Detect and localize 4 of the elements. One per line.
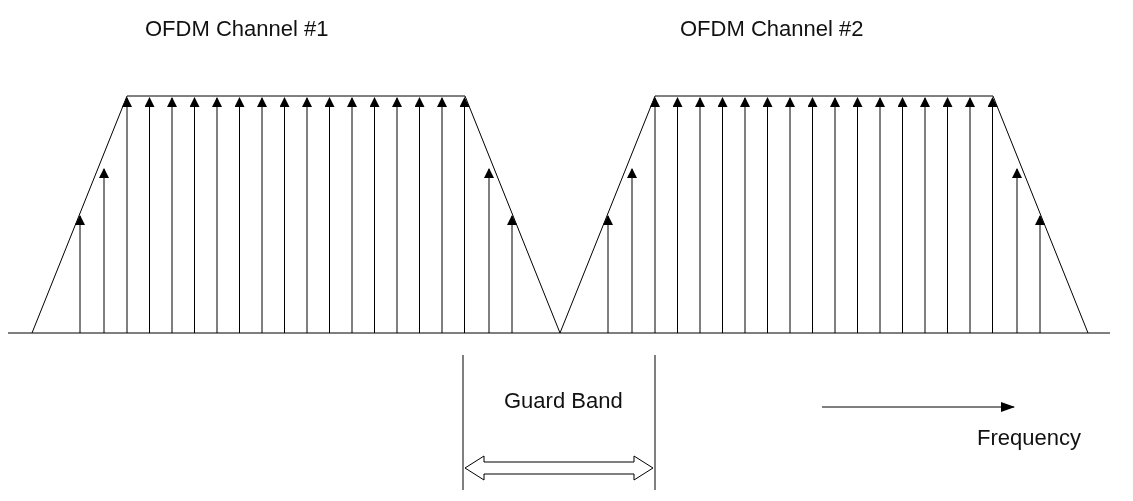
channel-title: OFDM Channel #1: [145, 16, 329, 42]
axis-label: Frequency: [977, 425, 1081, 451]
channel-title: OFDM Channel #2: [680, 16, 864, 42]
band-label: Guard Band: [504, 388, 623, 414]
